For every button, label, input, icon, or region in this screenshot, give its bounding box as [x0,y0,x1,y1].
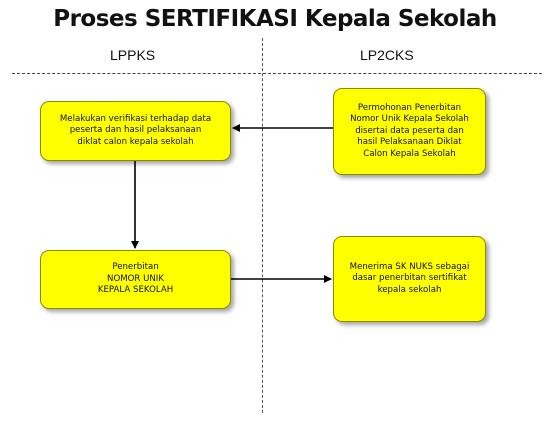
lane-header-lppks: LPPKS [110,47,156,63]
lane-header-divider [12,73,542,74]
box-verifikasi: Melakukan verifikasi terhadap data peser… [40,101,231,161]
box-permohonan: Permohonan Penerbitan Nomor Unik Kepala … [333,88,486,175]
diagram-title: Proses SERTIFIKASI Kepala Sekolah [53,6,497,32]
box-menerima: Menerima SK NUKS sebagai dasar penerbita… [333,236,486,322]
lane-separator [262,38,263,413]
box-penerbitan: Penerbitan NOMOR UNIK KEPALA SEKOLAH [40,250,231,309]
lane-header-lp2cks: LP2CKS [360,47,414,63]
